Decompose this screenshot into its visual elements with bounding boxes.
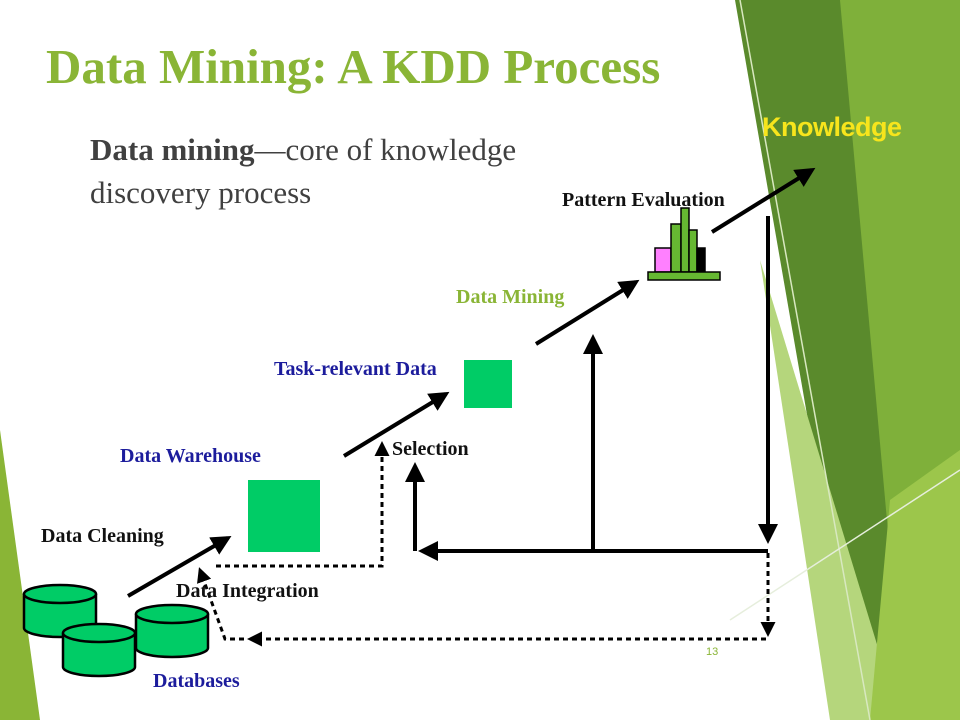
- dashed-loop-arrows: [197, 441, 776, 647]
- bg-thin-line: [739, 0, 871, 720]
- data-warehouse-label: Data Warehouse: [120, 445, 261, 467]
- task-relevant-data-box: [464, 360, 512, 408]
- slide-subtitle: Data mining—core of knowledge discovery …: [90, 128, 550, 214]
- data-warehouse-box: [248, 480, 320, 552]
- slide-title: Data Mining: A KDD Process: [46, 39, 661, 94]
- bg-right-pale-green-facet: [760, 260, 900, 720]
- subtitle-rest: —core of knowledge discovery process: [90, 132, 517, 210]
- pattern-bar-chart-icon: [647, 207, 721, 281]
- databases-label: Databases: [153, 670, 240, 692]
- data-cleaning-label: Data Cleaning: [41, 525, 164, 547]
- arrow-data-mining: [534, 279, 640, 346]
- bg-bottom-green-triangle: [870, 450, 960, 720]
- databases-cylinders: [22, 583, 210, 678]
- pattern-evaluation-label: Pattern Evaluation: [562, 189, 725, 211]
- bg-thin-line: [729, 469, 960, 621]
- task-relevant-data-label: Task-relevant Data: [274, 358, 437, 380]
- arrow-selection: [342, 391, 450, 458]
- arrow-cleaning: [126, 535, 232, 598]
- page-number: 13: [706, 646, 719, 658]
- arrow-knowledge: [710, 167, 816, 234]
- subtitle-bold-term: Data mining: [90, 132, 255, 167]
- selection-label: Selection: [392, 438, 469, 460]
- feedback-loop-arrows: [405, 216, 778, 561]
- knowledge-label: Knowledge: [762, 112, 902, 142]
- database-cylinder-icon: [61, 622, 137, 678]
- data-integration-label: Data Integration: [176, 580, 319, 602]
- data-mining-label: Data Mining: [456, 286, 565, 308]
- database-cylinder-icon: [134, 603, 210, 659]
- bg-left-green-triangle: [0, 430, 40, 720]
